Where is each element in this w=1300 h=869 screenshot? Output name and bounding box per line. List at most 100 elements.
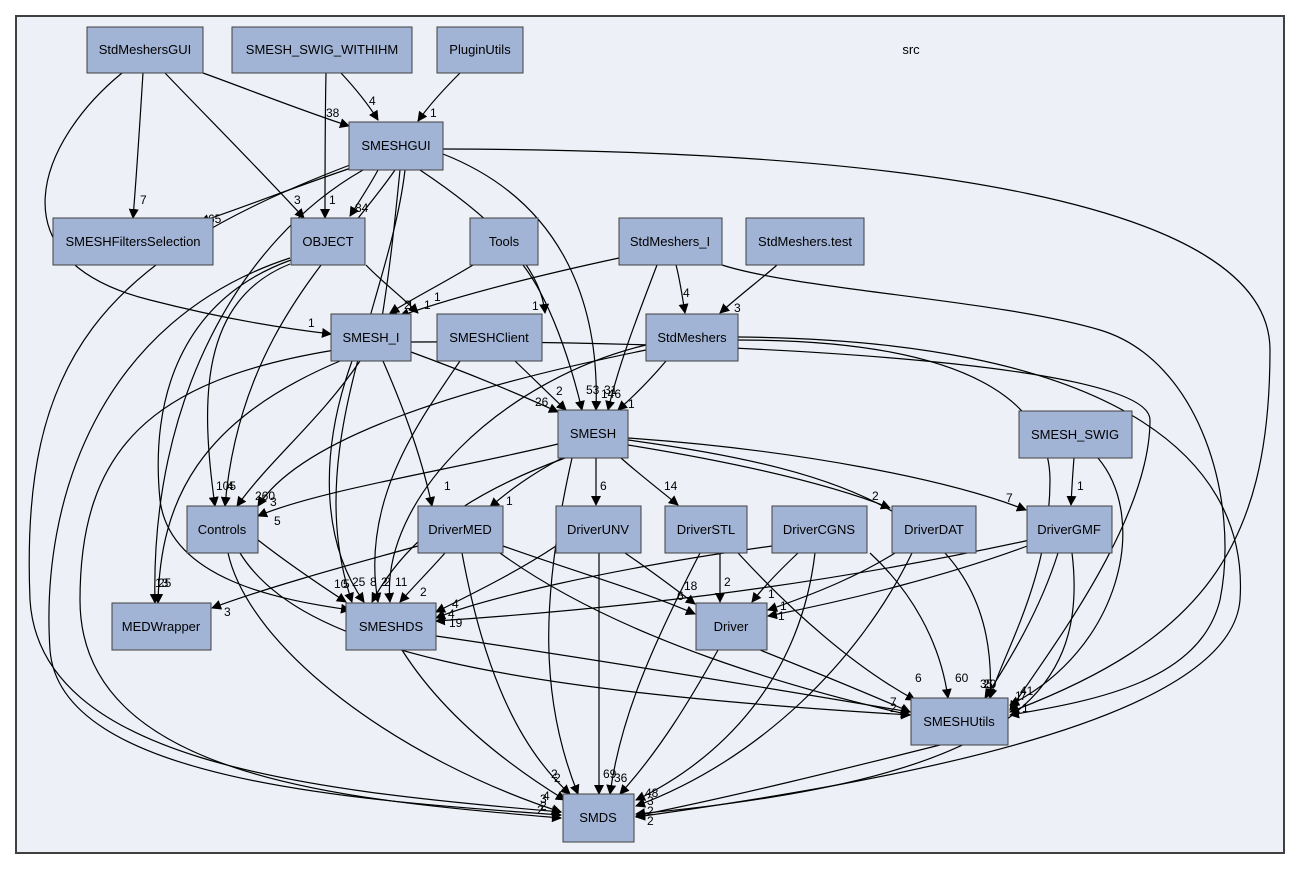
edge-count-label: 3 — [734, 301, 741, 315]
node-driverdat[interactable]: DriverDAT — [891, 505, 977, 554]
edge: 31 — [604, 264, 658, 411]
node-box — [891, 505, 977, 554]
edge-count-label: 5 — [274, 514, 281, 528]
edge-count-label: 38 — [326, 106, 340, 120]
node-smeshutils[interactable]: SMESHUtils — [910, 697, 1009, 746]
node-label: SMESH_SWIG_WITHIHM — [246, 42, 398, 57]
node-box — [436, 313, 543, 362]
node-label: SMESHFiltersSelection — [65, 234, 200, 249]
node-driverstl[interactable]: DriverSTL — [664, 505, 748, 554]
edge: 4 — [435, 539, 1031, 626]
edge-count-label: 2 — [537, 803, 544, 817]
edge: 2 — [79, 349, 562, 823]
edge: 1 — [399, 257, 620, 318]
edge: 4 — [227, 552, 562, 814]
edge-arrow — [635, 744, 941, 820]
node-stdmeshers-i[interactable]: StdMeshers_I — [618, 217, 723, 266]
node-pluginutils[interactable]: PluginUtils — [436, 26, 524, 74]
edge: 38 — [202, 72, 350, 128]
edge-count-label: 4 — [369, 94, 376, 108]
node-smesh-i[interactable]: SMESH_I — [330, 313, 412, 362]
edge-count-label: 41 — [1020, 684, 1034, 698]
edge-count-label: 1 — [1077, 479, 1084, 493]
edge-count-label: 3 — [270, 495, 277, 509]
edge-count-label: 36 — [614, 771, 628, 785]
node-smesh-swig[interactable]: SMESH_SWIG — [1018, 410, 1133, 459]
node-stdmeshers-test[interactable]: StdMeshers.test — [745, 217, 865, 266]
edge: 18 — [624, 552, 698, 605]
edge-arrow — [389, 264, 474, 314]
edge-arrow — [984, 552, 1059, 699]
node-box — [290, 217, 366, 266]
edge: 25 — [153, 360, 341, 604]
node-box — [345, 602, 437, 651]
node-medwrapper[interactable]: MEDWrapper — [111, 602, 212, 651]
edge-arrow — [79, 349, 562, 823]
edge-count-label: 2 — [551, 767, 558, 781]
edge-count-label: 1 — [308, 316, 315, 330]
edge — [759, 649, 911, 713]
edge: 8 — [328, 360, 377, 603]
node-box — [664, 505, 748, 554]
edge: 5 — [157, 259, 351, 614]
edge-arrow — [624, 552, 696, 605]
edge-count-label: 1 — [329, 193, 336, 207]
node-label: SMESHUtils — [923, 714, 995, 729]
edge-count-label: 53 — [586, 383, 600, 397]
node-smeshgui[interactable]: SMESHGUI — [348, 121, 444, 171]
edge: 1 — [767, 544, 1031, 623]
node-smeshclient[interactable]: SMESHClient — [436, 313, 543, 362]
node-drivercgns[interactable]: DriverCGNS — [771, 505, 868, 554]
edge-arrow — [365, 264, 419, 314]
node-label: StdMeshers_I — [630, 234, 710, 249]
node-smds[interactable]: SMDS — [562, 793, 635, 843]
edge: 60 — [869, 552, 969, 699]
edge-count-label: 4 — [543, 789, 550, 803]
node-box — [348, 121, 444, 171]
edge-arrow — [1066, 457, 1077, 506]
node-driverunv[interactable]: DriverUNV — [555, 505, 642, 554]
edge: 4 — [435, 545, 557, 613]
node-driver[interactable]: Driver — [695, 602, 768, 651]
node-label: MEDWrapper — [122, 619, 201, 634]
edge: 10 — [257, 539, 348, 603]
node-tools[interactable]: Tools — [469, 217, 539, 266]
node-drivergmf[interactable]: DriverGMF — [1026, 505, 1113, 554]
node-label: Driver — [714, 619, 749, 634]
edge-arrow — [767, 544, 1031, 620]
node-stdmeshersgui[interactable]: StdMeshersGUI — [86, 26, 204, 74]
node-box — [111, 602, 212, 651]
node-smesh[interactable]: SMESH — [557, 409, 629, 459]
edge-count-label: 1 — [532, 299, 539, 313]
node-object[interactable]: OBJECT — [290, 217, 366, 266]
node-stdmeshers[interactable]: StdMeshers — [645, 313, 739, 362]
node-smeshds[interactable]: SMESHDS — [345, 602, 437, 651]
edge-count-label: 7 — [1006, 491, 1013, 505]
edge-count-label: 146 — [601, 387, 621, 401]
edge-count-label: 8 — [370, 575, 377, 589]
edge: 14 — [620, 457, 679, 506]
edge: 6 — [737, 552, 922, 701]
edge: 4 — [675, 264, 690, 314]
node-drivermed[interactable]: DriverMED — [417, 505, 504, 554]
edge-count-label: 7 — [1020, 689, 1027, 703]
edge-count-label: 5 — [986, 677, 993, 691]
node-box — [52, 217, 214, 266]
node-smeshfiltersselection[interactable]: SMESHFiltersSelection — [52, 217, 214, 266]
edge-arrow — [149, 169, 364, 604]
edge-count-label: 84 — [355, 201, 369, 215]
node-controls[interactable]: Controls — [186, 505, 259, 554]
edge-count-label: 7 — [890, 695, 897, 709]
edge-arrow — [157, 259, 351, 614]
edge: 84 — [349, 169, 379, 217]
edge — [401, 649, 566, 801]
edge: 1 — [1066, 457, 1084, 506]
node-smesh-swig-withihm[interactable]: SMESH_SWIG_WITHIHM — [231, 26, 413, 74]
edge-count-label: 2 — [556, 384, 563, 398]
edge: 1 — [442, 148, 1271, 715]
edge: 2 — [627, 444, 891, 510]
edge-count-label: 60 — [955, 671, 969, 685]
edge-arrow — [417, 72, 461, 122]
edge-arrow — [220, 169, 396, 507]
